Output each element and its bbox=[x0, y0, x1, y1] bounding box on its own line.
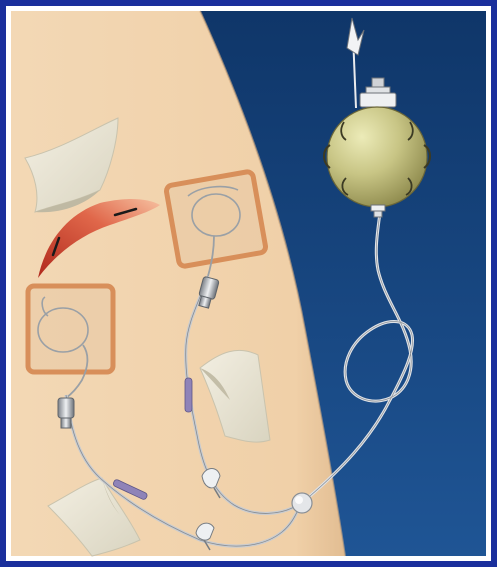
inline-connector-right bbox=[185, 378, 192, 412]
y-connector-hub bbox=[292, 493, 312, 513]
pump-outlet bbox=[371, 205, 385, 211]
pump-bulb bbox=[327, 107, 427, 207]
